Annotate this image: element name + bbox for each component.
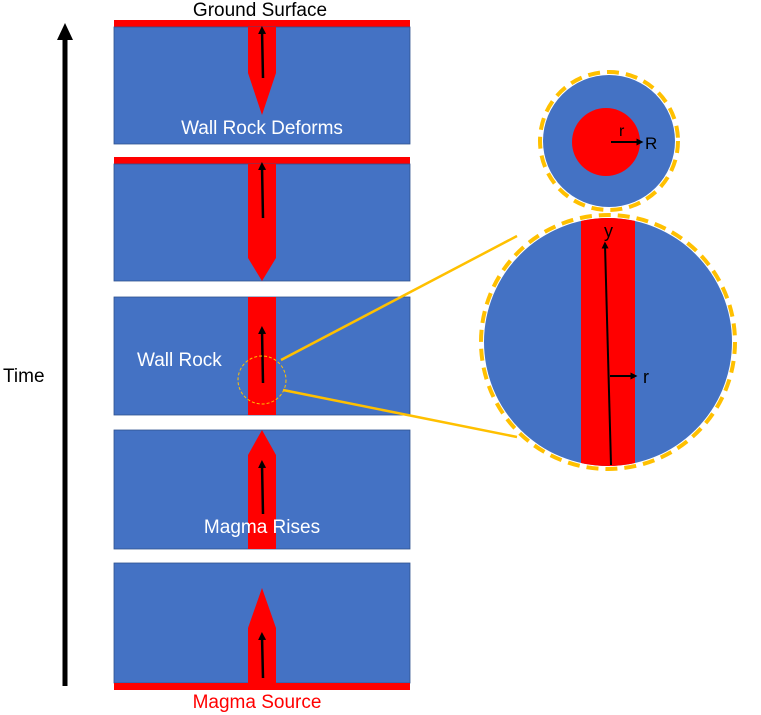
- inner-radius-label: r: [619, 123, 625, 140]
- flow-arrow-icon: [258, 460, 267, 515]
- time-arrowhead-icon: [57, 23, 73, 40]
- radial-coordinate-label: r: [643, 367, 649, 387]
- ground-surface-bar: [114, 157, 410, 164]
- magma-source-bar: [114, 683, 410, 690]
- wall-rock-label: Wall Rock: [137, 350, 222, 371]
- panel-wall-rock: Wall Rock: [113, 296, 411, 416]
- time-label: Time: [3, 366, 45, 387]
- inset-longitudinal-section: y r: [479, 213, 737, 471]
- axial-coordinate-label: y: [604, 221, 613, 241]
- zoom-region-marker: [237, 355, 287, 405]
- inset-dashed-border: [479, 213, 737, 471]
- magma-rises-label: Magma Rises: [204, 517, 320, 538]
- inset-dashed-border: [538, 70, 680, 212]
- zoom-callout-line-upper: [280, 234, 518, 362]
- ground-surface-label: Ground Surface: [193, 0, 327, 21]
- inset-magma-core: [572, 108, 640, 176]
- magma-dike: [248, 164, 276, 281]
- panel-wall-rock-deforms: Wall Rock Deforms: [113, 20, 411, 145]
- outer-radius-label: R: [645, 134, 657, 153]
- magma-source-label: Magma Source: [193, 692, 322, 713]
- axial-arrow-icon: [601, 241, 612, 466]
- wall-rock-deforms-label: Wall Rock Deforms: [181, 118, 343, 139]
- panel-magma-rises: Magma Rises: [113, 429, 411, 550]
- flow-arrow-icon: [258, 162, 267, 219]
- inset-cross-section: r R: [538, 70, 680, 212]
- ground-surface-bar: [114, 20, 410, 27]
- panel-dike-near-surface: [113, 157, 411, 282]
- zoom-callout-line-lower: [282, 388, 518, 439]
- flow-arrow-icon: [258, 632, 267, 679]
- panel-magma-source: [113, 562, 411, 690]
- flow-arrow-icon: [258, 26, 267, 79]
